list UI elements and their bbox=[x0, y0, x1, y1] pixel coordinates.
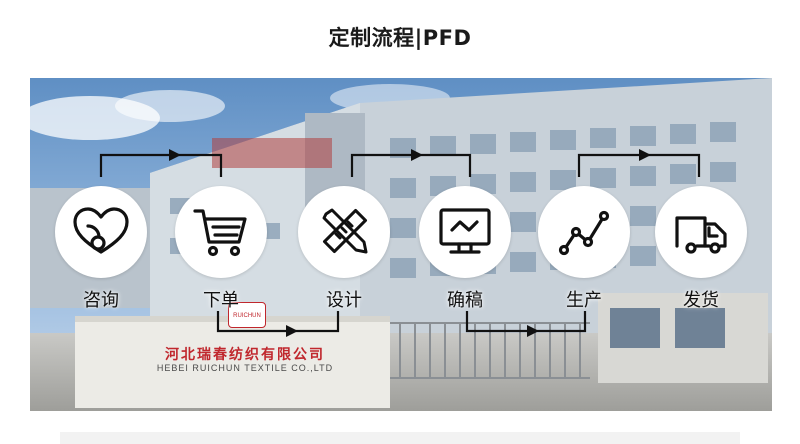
footer-strip bbox=[60, 432, 740, 444]
step-produce bbox=[538, 186, 630, 278]
arrow-order-to-design bbox=[216, 311, 340, 333]
shopping-cart-icon bbox=[193, 209, 247, 257]
step-label-order: 下单 bbox=[203, 290, 239, 311]
line-chart-icon bbox=[558, 210, 610, 256]
heart-chat-icon bbox=[73, 207, 129, 254]
step-label-consult: 咨询 bbox=[83, 290, 119, 311]
step-consult bbox=[55, 186, 147, 278]
pencil-ruler-icon bbox=[322, 208, 368, 254]
step-label-produce: 生产 bbox=[566, 290, 602, 311]
arrow-consult-to-order bbox=[99, 153, 223, 177]
step-label-design: 设计 bbox=[326, 290, 362, 311]
step-ship bbox=[655, 186, 747, 278]
arrow-confirm-to-produce bbox=[465, 311, 587, 333]
company-sign-en: HEBEI RUICHUN TEXTILE CO.,LTD bbox=[156, 363, 334, 373]
flow-connectors bbox=[99, 149, 701, 337]
gate-logo-text: RUICHUN bbox=[233, 313, 261, 319]
step-confirm bbox=[419, 186, 511, 278]
step-design bbox=[298, 186, 390, 278]
process-banner: 河北瑞春纺织有限公司 HEBEI RUICHUN TEXTILE CO.,LTD… bbox=[30, 78, 772, 411]
page-title: 定制流程|PFD bbox=[328, 26, 472, 50]
step-label-ship: 发货 bbox=[683, 290, 719, 311]
delivery-truck-icon bbox=[675, 216, 727, 254]
gate-logo: RUICHUN bbox=[228, 302, 266, 328]
step-order bbox=[175, 186, 267, 278]
company-sign-cn: 河北瑞春纺织有限公司 bbox=[165, 347, 325, 363]
monitor-icon bbox=[439, 208, 491, 254]
step-label-confirm: 确稿 bbox=[447, 290, 483, 311]
